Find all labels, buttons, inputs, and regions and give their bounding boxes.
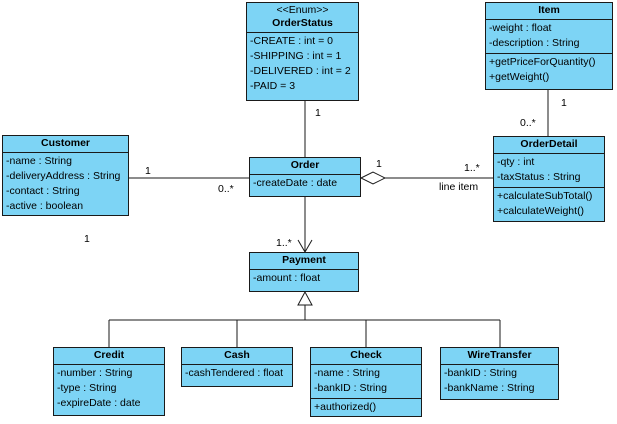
attribute: -bankID : String [444, 367, 517, 379]
class-order[interactable]: Order -createDate : date [249, 157, 361, 197]
attribute: -cashTendered : float [185, 367, 284, 379]
class-wiretransfer[interactable]: WireTransfer -bankID : String -bankName … [440, 347, 559, 400]
multiplicity-label: 0..* [218, 183, 234, 195]
multiplicity-label: 1 [376, 158, 382, 170]
class-orderdetail[interactable]: OrderDetail -qty : int -taxStatus : Stri… [493, 136, 605, 222]
attributes-section: -name : String -deliveryAddress : String… [3, 153, 128, 216]
operations-section: +authorized() [311, 398, 421, 417]
multiplicity-label: 1..* [464, 162, 480, 174]
class-orderstatus[interactable]: <<Enum>> OrderStatus -CREATE : int = 0 -… [246, 2, 359, 101]
attribute: -bankID : String [314, 382, 387, 394]
class-header: OrderDetail [494, 137, 604, 154]
class-name: Item [538, 4, 560, 16]
class-payment[interactable]: Payment -amount : float [249, 252, 359, 292]
class-name: OrderStatus [272, 17, 333, 29]
multiplicity-label: 1 [145, 165, 151, 177]
class-header: Item [486, 3, 612, 20]
attributes-section: -weight : float -description : String [486, 20, 612, 53]
attribute: -weight : float [489, 22, 552, 34]
role-label: line item [439, 181, 479, 193]
attribute: -number : String [57, 367, 133, 379]
class-name: Cash [224, 349, 250, 361]
class-name: Customer [40, 137, 90, 149]
multiplicity-label: 1..* [276, 237, 292, 249]
multiplicity-label: 1 [84, 233, 90, 245]
class-customer[interactable]: Customer -name : String -deliveryAddress… [2, 135, 129, 216]
class-header: WireTransfer [441, 348, 558, 365]
class-name: Check [350, 349, 382, 361]
class-header: Customer [3, 136, 128, 153]
class-name: WireTransfer [467, 349, 532, 361]
attributes-section: -cashTendered : float [182, 365, 292, 383]
attribute: -createDate : date [253, 177, 338, 189]
attribute: -active : boolean [6, 200, 84, 212]
attribute: -name : String [6, 155, 72, 167]
attribute: -CREATE : int = 0 [250, 35, 333, 47]
class-cash[interactable]: Cash -cashTendered : float [181, 347, 293, 387]
multiplicity-label: 0..* [520, 117, 536, 129]
operation: +getWeight() [489, 71, 550, 83]
attributes-section: -name : String -bankID : String [311, 365, 421, 398]
class-header: Payment [250, 253, 358, 270]
attributes-section: -CREATE : int = 0 -SHIPPING : int = 1 -D… [247, 33, 358, 96]
attribute: -deliveryAddress : String [6, 170, 121, 182]
class-header: Order [250, 158, 360, 175]
attribute: -name : String [314, 367, 380, 379]
attribute: -SHIPPING : int = 1 [250, 50, 342, 62]
attribute: -contact : String [6, 185, 80, 197]
class-header: Credit [54, 348, 164, 365]
class-name: Payment [282, 254, 326, 266]
attributes-section: -bankID : String -bankName : String [441, 365, 558, 398]
operations-section: +getPriceForQuantity() +getWeight() [486, 53, 612, 87]
class-item[interactable]: Item -weight : float -description : Stri… [485, 2, 613, 90]
attributes-section: -amount : float [250, 270, 358, 288]
class-name: Order [290, 159, 320, 171]
attribute: -bankName : String [444, 382, 535, 394]
operation: +calculateWeight() [497, 205, 585, 217]
attribute: -qty : int [497, 156, 535, 168]
attributes-section: -qty : int -taxStatus : String [494, 154, 604, 187]
aggregation-diamond [359, 171, 387, 185]
class-name: OrderDetail [520, 138, 578, 150]
operation: +authorized() [314, 401, 377, 413]
class-header: Check [311, 348, 421, 365]
attributes-section: -createDate : date [250, 175, 360, 193]
class-check[interactable]: Check -name : String -bankID : String +a… [310, 347, 422, 417]
class-credit[interactable]: Credit -number : String -type : String -… [53, 347, 165, 416]
attribute: -type : String [57, 382, 117, 394]
operation: +calculateSubTotal() [497, 190, 593, 202]
generalization-triangle [297, 290, 313, 306]
attributes-section: -number : String -type : String -expireD… [54, 365, 164, 413]
multiplicity-label: 1 [315, 107, 321, 119]
attribute: -PAID = 3 [250, 80, 296, 92]
attribute: -description : String [489, 37, 580, 49]
class-header: <<Enum>> OrderStatus [247, 3, 358, 33]
attribute: -taxStatus : String [497, 171, 581, 183]
stereotype-label: <<Enum>> [276, 4, 329, 16]
class-header: Cash [182, 348, 292, 365]
attribute: -amount : float [253, 272, 321, 284]
operation: +getPriceForQuantity() [489, 56, 596, 68]
class-name: Credit [93, 349, 125, 361]
attribute: -expireDate : date [57, 397, 141, 409]
attribute: -DELIVERED : int = 2 [250, 65, 351, 77]
operations-section: +calculateSubTotal() +calculateWeight() [494, 187, 604, 221]
multiplicity-label: 1 [561, 97, 567, 109]
